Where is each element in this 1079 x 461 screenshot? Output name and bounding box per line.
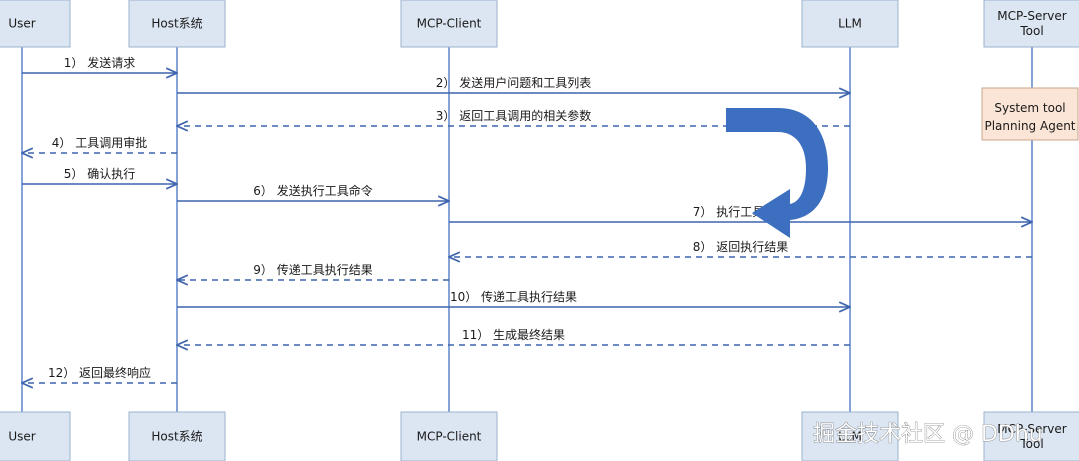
participant-llm-participants: LLM xyxy=(801,0,899,48)
participant-label: LLM xyxy=(838,17,862,31)
participant-box xyxy=(801,0,899,48)
message-label: 6） 发送执行工具命令 xyxy=(253,183,372,198)
participant-label: MCP-Server xyxy=(997,422,1066,436)
message-2: 2） 发送用户问题和工具列表 xyxy=(177,75,850,93)
participant-label: MCP-Client xyxy=(417,17,482,31)
participant-label: Tool xyxy=(1019,437,1043,451)
participant-box xyxy=(128,411,226,461)
participant-label: User xyxy=(8,430,35,444)
message-label: 4） 工具调用审批 xyxy=(52,135,147,150)
participant-box xyxy=(400,0,498,48)
lifelines xyxy=(21,47,1033,412)
participant-label: MCP-Server xyxy=(997,9,1066,23)
participant-box xyxy=(128,0,226,48)
message-label: 5） 确认执行 xyxy=(64,167,135,181)
watermark-group: 掘金技术社区 @ DDhu xyxy=(813,422,1043,448)
message-label: 11） 生成最终结果 xyxy=(462,327,565,342)
message-11: 11） 生成最终结果 xyxy=(177,327,850,345)
participant-client-bottom_participants: MCP-Client xyxy=(400,411,498,461)
participant-host-participants: Host系统 xyxy=(128,0,226,48)
participant-user-bottom_participants: User xyxy=(0,411,71,461)
participant-label: Tool xyxy=(1019,24,1043,38)
participant-box xyxy=(983,411,1079,461)
message-5: 5） 确认执行 xyxy=(22,167,177,184)
participant-label: MCP-Client xyxy=(417,430,482,444)
message-label: 8） 返回执行结果 xyxy=(693,240,788,254)
messages: 1） 发送请求 2） 发送用户问题和工具列表 3） 返回工具调用的相关参数 4） 工具… xyxy=(22,55,1032,383)
participant-llm-bottom_participants: LLM xyxy=(801,411,899,461)
message-1: 1） 发送请求 xyxy=(22,55,177,73)
participant-label: Host系统 xyxy=(151,430,202,444)
participant-box xyxy=(400,411,498,461)
message-10: 10） 传递工具执行结果 xyxy=(177,289,850,307)
participant-label: LLM xyxy=(838,430,862,444)
participant-label: Host系统 xyxy=(151,17,202,31)
message-label: 9） 传递工具执行结果 xyxy=(253,262,372,277)
participant-box xyxy=(801,411,899,461)
message-label: 12） 返回最终响应 xyxy=(48,365,151,380)
participant-user-participants: User xyxy=(0,0,71,48)
note-label: Planning Agent xyxy=(984,119,1075,133)
participant-label: User xyxy=(8,17,35,31)
message-label: 2） 发送用户问题和工具列表 xyxy=(436,75,591,90)
message-7: 7） 执行工具调用 xyxy=(449,205,1032,222)
message-label: 1） 发送请求 xyxy=(64,55,135,70)
curved-arrow-icon xyxy=(726,108,828,238)
message-8: 8） 返回执行结果 xyxy=(449,240,1032,257)
participant-box xyxy=(0,0,71,48)
participant-box xyxy=(983,0,1079,48)
participant-client-participants: MCP-Client xyxy=(400,0,498,48)
message-6: 6） 发送执行工具命令 xyxy=(177,183,449,201)
curved-arrow-group xyxy=(726,108,828,238)
message-label: 10） 传递工具执行结果 xyxy=(450,289,577,304)
message-12: 12） 返回最终响应 xyxy=(22,365,177,383)
watermark-text: 掘金技术社区 @ DDhu xyxy=(813,422,1043,447)
participant-box xyxy=(0,411,71,461)
participant-host-bottom_participants: Host系统 xyxy=(128,411,226,461)
message-label: 3） 返回工具调用的相关参数 xyxy=(436,108,591,123)
note-box xyxy=(981,87,1079,141)
note-label: System tool xyxy=(994,101,1065,115)
message-4: 4） 工具调用审批 xyxy=(22,135,177,153)
message-9: 9） 传递工具执行结果 xyxy=(177,262,449,280)
